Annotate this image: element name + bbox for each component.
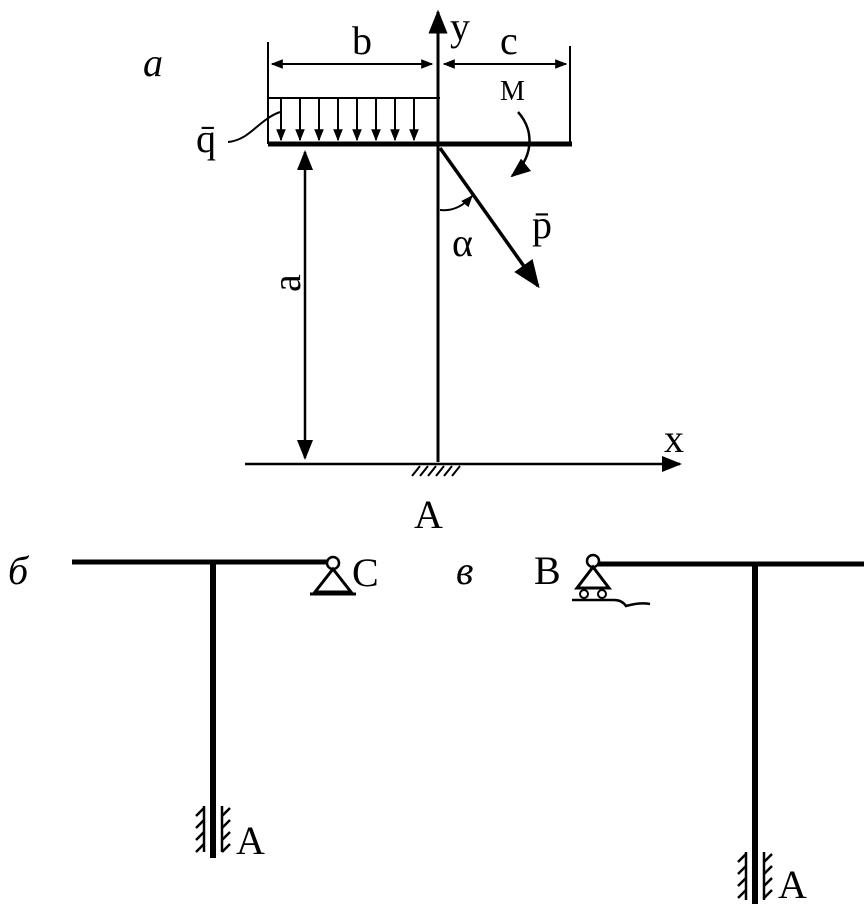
q-leader [227, 111, 281, 143]
label-A-fig-a: A [414, 492, 443, 537]
label-M: M [500, 76, 525, 107]
fixed-support-A-hatch [411, 465, 461, 477]
figure-a: а b c y M q̄ p̄ α a x A [143, 4, 684, 537]
label-A-fig-b: A [236, 818, 265, 863]
label-q: q̄ [196, 116, 216, 161]
label-a: a [264, 274, 309, 292]
label-p: p̄ [532, 202, 552, 247]
label-C: C [352, 550, 379, 595]
label-B: B [534, 548, 561, 593]
panel-label-c: в [456, 548, 473, 593]
force-p-arrow [438, 146, 540, 289]
label-A-fig-c: A [778, 862, 807, 907]
roller-support-B [572, 553, 651, 608]
figure-c: в B A [456, 548, 864, 907]
sliding-support-A-b [195, 806, 231, 853]
label-b: b [352, 18, 372, 63]
label-x: x [664, 416, 684, 461]
label-y: y [450, 4, 470, 49]
label-alpha: α [452, 220, 473, 265]
sliding-support-A-c [737, 852, 773, 900]
panel-label-a: а [143, 40, 163, 85]
pin-support-C [310, 555, 356, 596]
figure-b: б C A [8, 548, 379, 863]
label-c: c [500, 18, 518, 63]
moment-arc [510, 111, 532, 178]
panel-label-b: б [8, 548, 30, 593]
distributed-load-arrows [276, 98, 419, 142]
angle-arc [439, 195, 473, 212]
